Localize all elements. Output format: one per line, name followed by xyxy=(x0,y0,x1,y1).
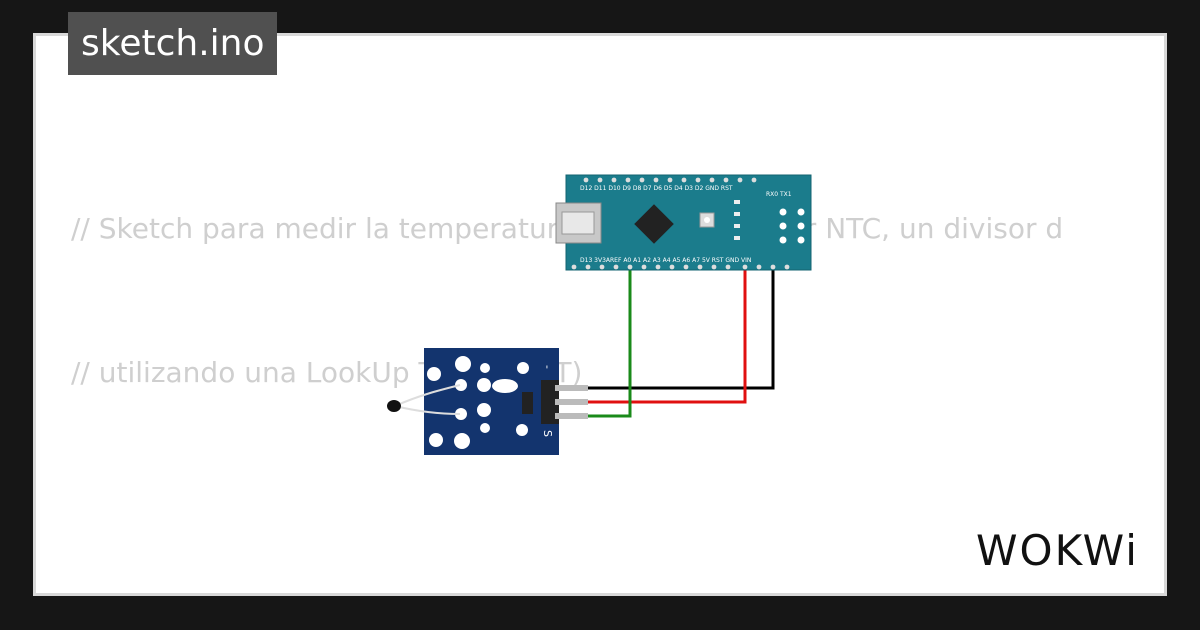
thermistor-bead xyxy=(387,400,401,412)
bottom-pin-header xyxy=(571,264,790,270)
status-leds xyxy=(734,200,740,240)
top-pin-labels: D12 D11 D10 D9 D8 D7 D6 D5 D4 D3 D2 GND … xyxy=(580,185,792,264)
svg-text:RX0 TX1: RX0 TX1 xyxy=(766,191,792,198)
arduino-nano-board[interactable]: D12 D11 D10 D9 D8 D7 D6 D5 D4 D3 D2 GND … xyxy=(555,174,812,271)
signal-wire[interactable] xyxy=(588,266,632,418)
svg-text:WOKWi: WOKWi xyxy=(976,526,1139,575)
icsp-header xyxy=(779,208,805,244)
ntc-thermistor-module[interactable]: - S xyxy=(387,348,588,455)
code-preview-card: // Sketch para medir la temperatura con … xyxy=(33,33,1167,596)
svg-text:D13 3V3AREF A0 A1 A2 A3: D13 3V3AREF A0 A1 A2 A3 A4 A5 A6 A7 5V R… xyxy=(580,257,751,264)
file-name-tab[interactable]: sketch.ino xyxy=(68,12,278,75)
svg-text:S: S xyxy=(541,430,554,437)
svg-text:D12 D11 D10 D9 D8 D7 D6: D12 D11 D10 D9 D8 D7 D6 D5 D4 D3 D2 GND … xyxy=(580,185,733,192)
top-pin-header xyxy=(583,177,757,183)
code-line xyxy=(71,492,1080,540)
wokwi-logo: WOKWi WOKWi xyxy=(972,522,1151,579)
ground-wire[interactable] xyxy=(588,266,775,390)
microcontroller-chip xyxy=(634,204,674,244)
power-wire[interactable] xyxy=(588,266,747,404)
wires xyxy=(588,266,775,418)
svg-text:WOKWi: WOKWi xyxy=(976,526,1139,575)
svg-text:-: - xyxy=(541,365,554,369)
